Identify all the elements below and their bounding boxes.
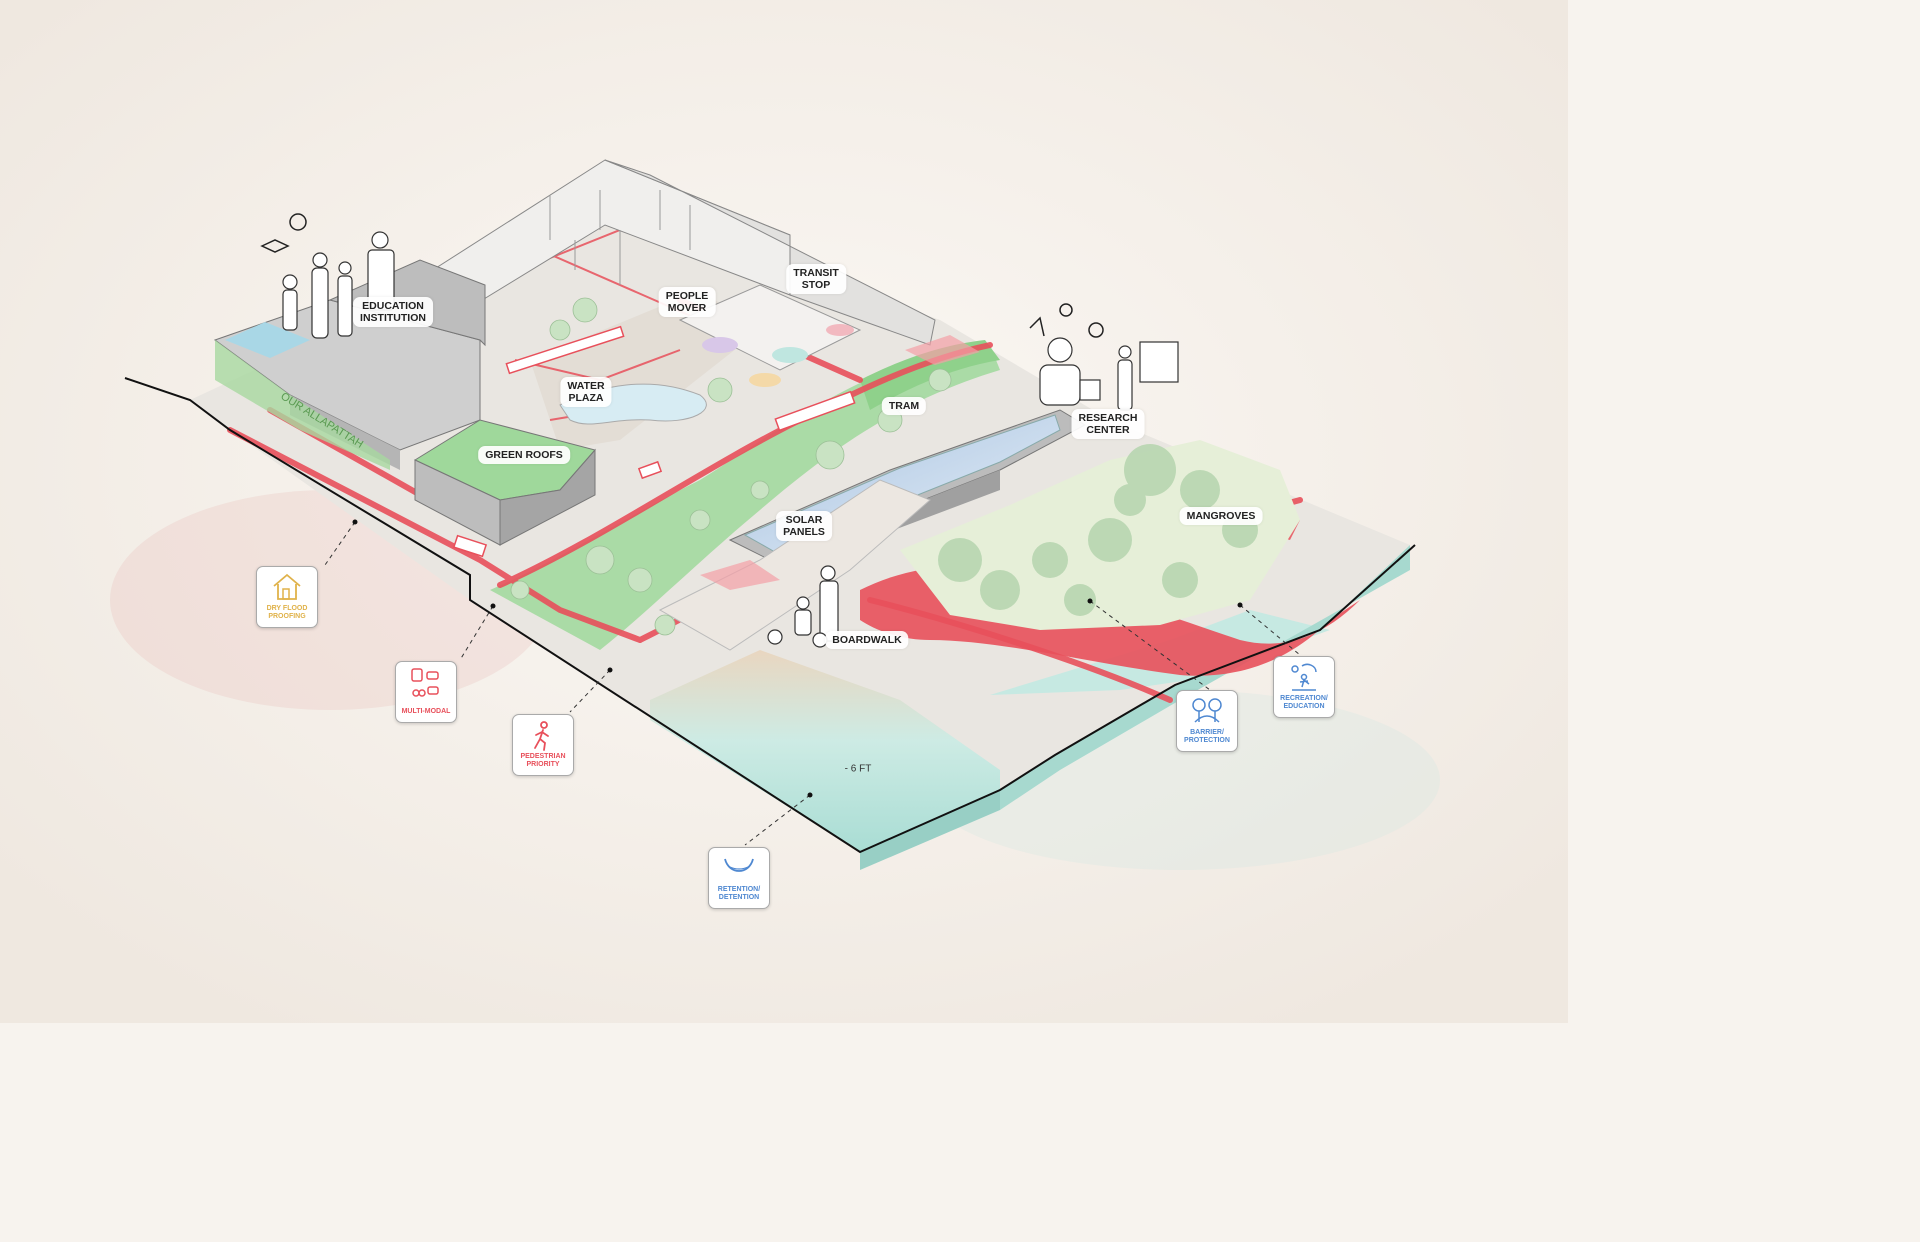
label-depth: - 6 FT [844, 763, 872, 775]
education-icons [260, 213, 307, 253]
label-mangroves: MANGROVES [1179, 507, 1263, 525]
legend-pedestrian-priority: PEDESTRIAN PRIORITY [512, 714, 574, 776]
legend-multi-modal: MULTI-MODAL [395, 661, 457, 723]
legend-text: RETENTION/ DETENTION [717, 886, 761, 901]
label-green-roofs: GREEN ROOFS [478, 446, 570, 464]
shade-canopies [700, 335, 980, 590]
legend-text: RECREATION/ EDUCATION [1280, 695, 1328, 710]
hatched-walkway [658, 479, 931, 651]
education-facade-green [215, 340, 390, 470]
label-tram: TRAM [881, 397, 927, 415]
label-transit-stop: TRANSIT STOP [786, 264, 846, 294]
research-figures [1039, 337, 1179, 411]
rooftop-pool [225, 322, 310, 358]
label-solar-panels: SOLAR PANELS [776, 511, 832, 541]
plate-edge-front [860, 790, 1000, 870]
label-water-plaza: WATER PLAZA [560, 377, 612, 407]
house-icon [273, 573, 301, 600]
label-boardwalk: BOARDWALK [825, 631, 909, 649]
legend-text: MULTI-MODAL [401, 708, 451, 715]
legend-recreation-education: RECREATION/ EDUCATION [1273, 656, 1335, 718]
leader-dots [352, 519, 1243, 798]
label-research-center: RESEARCH CENTER [1071, 409, 1145, 439]
legend-text: PEDESTRIAN PRIORITY [520, 753, 566, 768]
legend-text: BARRIER/ PROTECTION [1184, 729, 1230, 744]
label-education-institution: EDUCATION INSTITUTION [353, 297, 433, 327]
legend-text: DRY FLOOD PROOFING [266, 605, 308, 620]
legend-retention-detention: RETENTION/ DETENTION [708, 847, 770, 909]
research-icons [1029, 303, 1104, 338]
trams [452, 325, 856, 558]
basin-icon [724, 858, 754, 872]
park-trees [510, 297, 952, 636]
education-figures [282, 231, 395, 339]
label-people-mover: PEOPLE MOVER [658, 287, 716, 317]
transport-modes-icon [411, 668, 439, 697]
bay-water [650, 650, 1000, 852]
section-cut-line [124, 377, 1416, 854]
legend-dry-flood-proofing: DRY FLOOD PROOFING [256, 566, 318, 628]
transit-stop-structure [678, 284, 862, 387]
leader-lines [324, 521, 1301, 846]
mangrove-barrier-icon [1192, 698, 1222, 723]
green-corridor [490, 345, 1000, 650]
plate-edge-water [1000, 545, 1410, 810]
recreation-icon [1291, 663, 1317, 691]
legend-barrier-protection: BARRIER/ PROTECTION [1176, 690, 1238, 752]
pedestrian-icon [534, 721, 549, 751]
